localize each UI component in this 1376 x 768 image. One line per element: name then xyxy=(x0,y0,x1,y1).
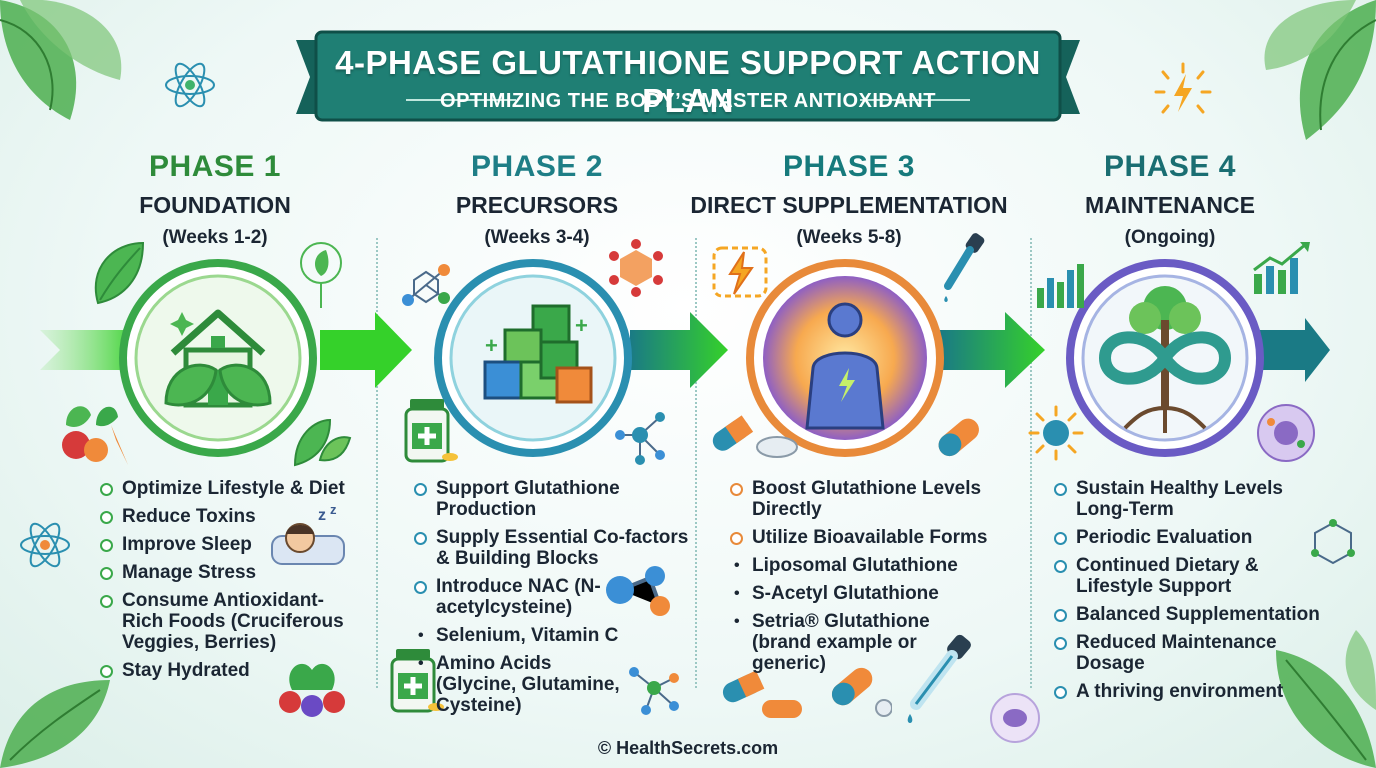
supplement-bottle-icon xyxy=(404,399,458,463)
sleeping-person-icon: z z xyxy=(271,502,345,565)
list-item: Periodic Evaluation xyxy=(1054,527,1324,548)
phase-4-list: Sustain Healthy Levels Long-Term Periodi… xyxy=(1054,478,1324,709)
svg-text:z: z xyxy=(318,507,326,524)
phase-2-header: PHASE 2 PRECURSORS (Weeks 3-4) xyxy=(372,150,702,249)
molecule-icon xyxy=(402,264,450,306)
list-subitem: •Selenium, Vitamin C xyxy=(418,625,619,646)
phase-2-weeks: (Weeks 3-4) xyxy=(484,227,590,248)
leaf-icon xyxy=(94,241,145,305)
house-leaf-icon xyxy=(119,259,317,457)
list-item: Stay Hydrated xyxy=(100,660,360,681)
phase-4-weeks: (Ongoing) xyxy=(1124,227,1216,248)
molecule-icon xyxy=(615,412,665,465)
arrow-into-phase-1 xyxy=(40,330,140,370)
list-item: A thriving environment xyxy=(1054,681,1324,702)
cell-icon xyxy=(1257,404,1315,462)
molecule-icon xyxy=(1311,519,1355,565)
leaves-icon xyxy=(293,418,352,467)
page-subtitle: OPTIMIZING THE BODY’S MASTER ANTIOXIDANT xyxy=(440,90,936,112)
list-item: Balanced Supplementation xyxy=(1054,604,1324,625)
phase-2-name: PRECURSORS xyxy=(455,192,619,218)
list-item: Optimize Lifestyle & Diet xyxy=(100,478,360,499)
list-item: Supply Essential Co-factors & Building B… xyxy=(414,527,704,569)
lightning-sun-icon xyxy=(1154,62,1212,114)
list-item: Improve Sleep xyxy=(100,534,360,555)
list-item: Boost Glutathione Levels Directly xyxy=(730,478,990,520)
cell-icon xyxy=(990,693,1040,743)
phase-1-list: Optimize Lifestyle & Diet Reduce Toxins … xyxy=(100,478,360,688)
phase-3-weeks: (Weeks 5-8) xyxy=(796,227,902,248)
list-item: Introduce NAC (N-acetylcysteine) xyxy=(414,576,704,618)
arrow-phase-2-to-3 xyxy=(630,312,728,388)
glowing-person-icon xyxy=(746,259,944,457)
list-subitem: •S-Acetyl Glutathione xyxy=(734,583,939,604)
supplement-bottle-icon xyxy=(390,649,444,713)
svg-text:z: z xyxy=(330,502,337,517)
corner-leaves-bottom-right-icon xyxy=(1276,630,1376,768)
fruits-veggies-icon xyxy=(279,663,345,717)
arrow-out-phase-4 xyxy=(1255,318,1330,382)
arrow-phase-3-to-4 xyxy=(940,312,1045,388)
leaf-sprout-icon xyxy=(300,242,342,308)
corner-leaves-top-left-icon xyxy=(0,0,122,120)
list-item: Continued Dietary & Lifestyle Support xyxy=(1054,555,1286,597)
list-item: Reduce Toxins xyxy=(100,506,360,527)
atom-icon xyxy=(20,522,70,568)
molecule-icon xyxy=(606,566,670,616)
svg-text:+: + xyxy=(485,333,498,358)
dropper-icon xyxy=(907,634,971,723)
phase-3-list: Boost Glutathione Levels Directly Utiliz… xyxy=(730,478,990,681)
atom-icon xyxy=(165,62,215,108)
lightning-icon xyxy=(712,246,768,298)
phase-1-header: PHASE 1 FOUNDATION (Weeks 1-2) xyxy=(50,150,380,249)
corner-leaves-top-right-icon xyxy=(1264,0,1376,140)
list-subitem: •Amino Acids (Glycine, Glutamine, Cystei… xyxy=(418,653,620,716)
sun-icon xyxy=(1028,405,1084,461)
vegetables-icon xyxy=(62,406,128,465)
list-item: Consume Antioxidant-Rich Foods (Crucifer… xyxy=(100,590,360,653)
phase-1-weeks: (Weeks 1-2) xyxy=(162,227,268,248)
infinity-tree-icon xyxy=(1066,259,1264,457)
phase-divider xyxy=(695,238,697,688)
list-subitem: •Liposomal Glutathione xyxy=(734,555,958,576)
title-banner: 4-PHASE GLUTATHIONE SUPPORT ACTION PLAN … xyxy=(296,30,1080,122)
svg-text:+: + xyxy=(575,313,588,338)
copyright-footer: © HealthSecrets.com xyxy=(597,738,779,758)
page-title: 4-PHASE GLUTATHIONE SUPPORT ACTION PLAN xyxy=(335,44,1041,119)
pills-icon xyxy=(722,667,892,718)
phase-4-number: PHASE 4 xyxy=(1104,150,1236,183)
phase-1-number: PHASE 1 xyxy=(149,150,281,183)
list-subitem: •Setria® Glutathione (brand example or g… xyxy=(734,611,930,674)
list-item: Support Glutathione Production xyxy=(414,478,704,520)
pills-icon xyxy=(712,415,798,458)
phase-2-list: Support Glutathione Production Supply Es… xyxy=(414,478,704,723)
growth-chart-icon xyxy=(1253,242,1310,294)
bar-chart-icon xyxy=(1037,264,1084,308)
phase-divider xyxy=(376,238,378,688)
dropper-icon xyxy=(944,233,985,302)
arrow-phase-1-to-2 xyxy=(320,312,412,388)
phase-3-header: PHASE 3 DIRECT SUPPLEMENTATION (Weeks 5-… xyxy=(684,150,1014,249)
phase-3-name: DIRECT SUPPLEMENTATION xyxy=(690,192,1008,218)
list-item: Sustain Healthy Levels Long-Term xyxy=(1054,478,1301,520)
phase-1-name: FOUNDATION xyxy=(139,192,291,218)
list-item: Reduced Maintenance Dosage xyxy=(1054,632,1286,674)
molecule-icon xyxy=(609,239,663,297)
flow-arrow-strip xyxy=(40,312,1330,388)
corner-leaves-bottom-left-icon xyxy=(0,680,110,768)
phase-divider xyxy=(1030,238,1032,688)
phase-3-number: PHASE 3 xyxy=(783,150,915,183)
list-item: Utilize Bioavailable Forms xyxy=(730,527,990,548)
list-item: Manage Stress xyxy=(100,562,360,583)
phase-4-name: MAINTENANCE xyxy=(1085,192,1255,218)
pill-capsule-icon xyxy=(938,418,979,457)
molecule-icon xyxy=(629,667,679,715)
phase-2-number: PHASE 2 xyxy=(471,150,603,183)
building-blocks-icon: + + xyxy=(434,259,632,457)
phase-4-header: PHASE 4 MAINTENANCE (Ongoing) xyxy=(1005,150,1335,249)
